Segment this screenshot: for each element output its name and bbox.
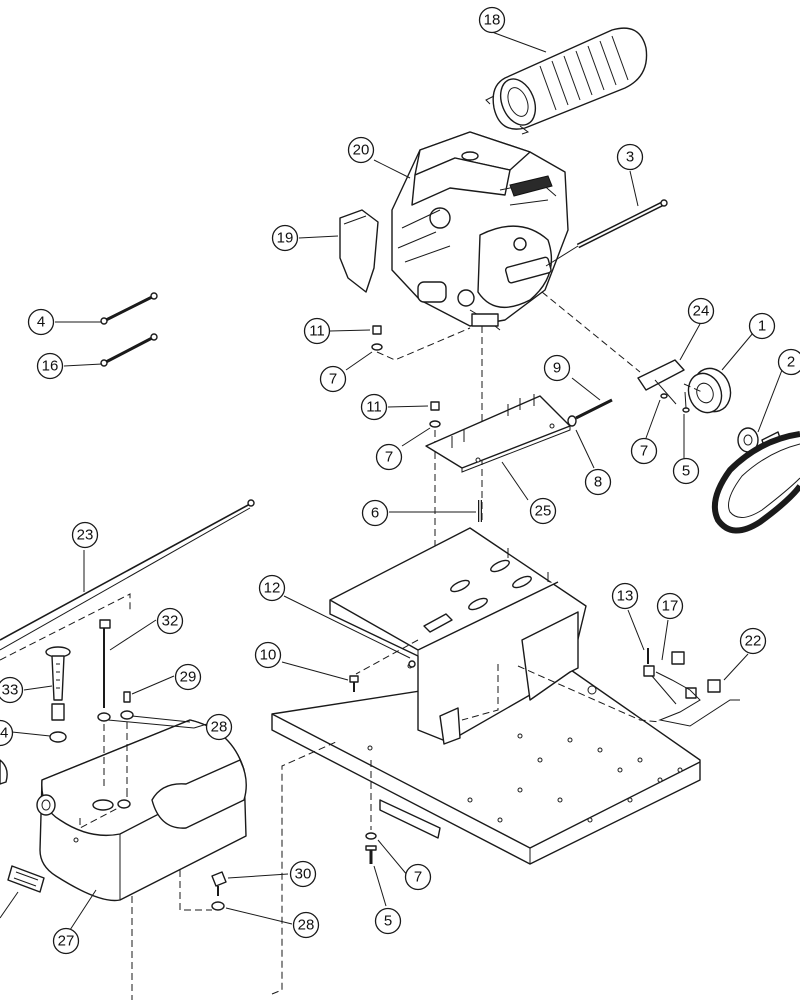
electrical-parts [643,648,740,727]
callout-9: 9 [543,354,571,382]
throttle-cable [545,199,668,267]
svg-text:33: 33 [2,682,19,699]
callout-7-lower: 7 [404,863,432,891]
heat-shield [339,209,379,293]
control-cable [0,499,255,661]
svg-text:3: 3 [626,149,634,166]
mount-plate [425,394,613,522]
callout-29: 29 [174,663,202,691]
frame-bolts [349,660,416,692]
callout-23: 23 [71,521,99,549]
svg-text:13: 13 [617,588,634,605]
svg-text:10: 10 [260,647,277,664]
callout-30: 30 [289,860,317,888]
callout-7-right: 7 [630,437,658,465]
fuel-tank [36,719,337,1000]
fuel-gauge [0,646,71,785]
callout-33: 33 [0,676,24,704]
svg-text:4: 4 [37,314,45,331]
callout-18: 18 [478,6,506,34]
svg-text:1: 1 [758,318,766,335]
svg-text:7: 7 [640,443,648,460]
callout-28-upper: 28 [205,713,233,741]
callout-27: 27 [52,927,80,955]
svg-text:8: 8 [594,474,602,491]
svg-text:16: 16 [42,358,59,375]
callout-20: 20 [347,136,375,164]
callout-28-lower: 28 [292,911,320,939]
svg-text:5: 5 [384,913,392,930]
svg-text:17: 17 [662,598,679,615]
svg-text:2: 2 [787,354,795,371]
callout-24: 24 [687,297,715,325]
callout-7-upper: 7 [319,365,347,393]
svg-text:22: 22 [745,633,762,650]
svg-text:11: 11 [309,323,325,340]
chassis-frame [271,527,701,865]
lower-hardware [365,760,377,864]
svg-text:7: 7 [385,449,393,466]
engine [391,131,569,331]
svg-text:34: 34 [0,725,8,742]
svg-text:30: 30 [295,866,312,883]
svg-text:29: 29 [180,669,197,686]
svg-text:28: 28 [211,719,228,736]
svg-text:32: 32 [162,613,179,630]
callout-17: 17 [656,592,684,620]
fuel-decal [7,865,45,893]
callout-7-mid: 7 [375,443,403,471]
fuel-pickup [97,619,134,800]
callout-34: 34 [0,719,14,747]
svg-text:25: 25 [535,503,552,520]
callout-12: 12 [258,574,286,602]
callout-2: 2 [777,348,800,376]
callout-10: 10 [254,641,282,669]
svg-text:19: 19 [277,230,294,247]
svg-text:7: 7 [329,371,337,388]
svg-text:12: 12 [264,580,281,597]
svg-text:11: 11 [366,399,382,416]
svg-text:28: 28 [298,917,315,934]
callout-8: 8 [584,468,612,496]
leader-lines [0,31,783,931]
callout-5-right: 5 [672,457,700,485]
callout-5-lower: 5 [374,907,402,935]
drive-belt [712,431,800,534]
svg-text:23: 23 [77,527,94,544]
svg-text:27: 27 [58,933,75,950]
svg-text:7: 7 [414,869,422,886]
callout-32: 32 [156,607,184,635]
callout-4: 4 [27,308,55,336]
vent-fitting [211,871,227,911]
svg-text:6: 6 [371,505,379,522]
callout-13: 13 [611,582,639,610]
svg-text:20: 20 [353,142,370,159]
svg-text:18: 18 [484,12,501,29]
link-rods [100,292,158,367]
pulley [687,367,732,414]
air-filter [485,27,648,135]
pulley-assembly [541,291,781,453]
callout-3: 3 [616,143,644,171]
callout-11-mid: 11 [360,393,388,421]
callout-25: 25 [529,497,557,525]
callout-22: 22 [739,627,767,655]
callout-1: 1 [748,312,776,340]
callout-16: 16 [36,352,64,380]
svg-text:9: 9 [553,360,561,377]
callout-11-upper: 11 [303,317,331,345]
svg-text:24: 24 [693,303,710,320]
engine-mount-hardware [371,325,483,600]
svg-text:5: 5 [682,463,690,480]
callout-6: 6 [361,499,389,527]
callout-19: 19 [271,224,299,252]
callout-labels: 18 20 3 19 4 16 11 7 24 1 2 9 11 7 7 5 8… [0,6,800,955]
